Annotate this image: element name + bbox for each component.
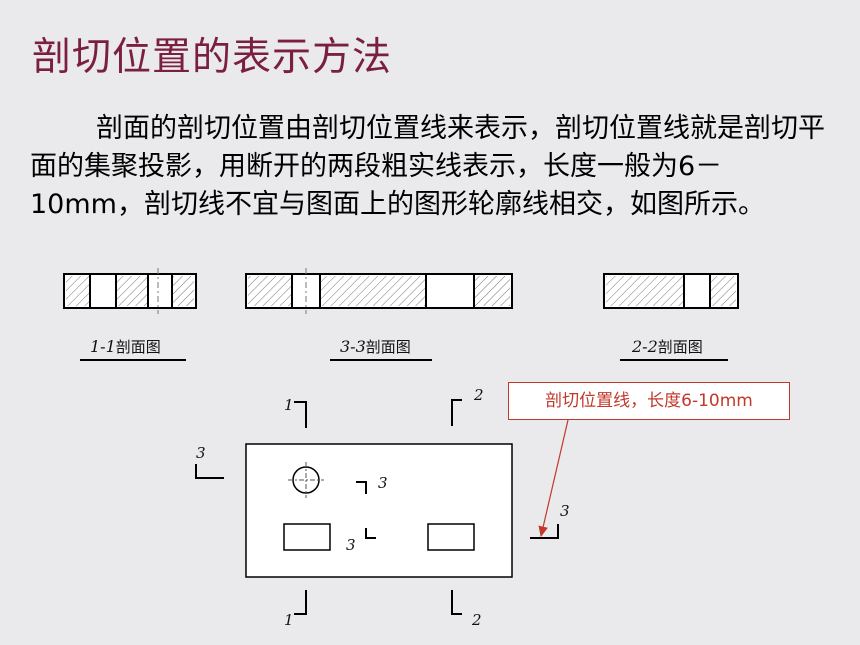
callout-box: 剖切位置线，长度6-10mm [508, 382, 790, 420]
callout-leader [538, 419, 569, 538]
section-1-1-bar [63, 268, 197, 314]
caption-section-2-2: 2-2剖面图 [632, 336, 703, 357]
caption-3-label: 剖面图 [365, 338, 411, 356]
caption-section-1-1: 1-1剖面图 [90, 336, 161, 357]
caption-section-3-3: 3-3剖面图 [340, 336, 411, 357]
body-paragraph: 剖面的剖切位置由剖切位置线来表示，剖切位置线就是剖切平面的集聚投影，用断开的两段… [30, 110, 826, 224]
slot-left [283, 523, 331, 551]
mark-2-bottom: 2 [471, 611, 482, 629]
mark-1-bottom: 1 [284, 611, 294, 629]
mark-3-right: 3 [560, 502, 570, 520]
caption-1-label: 剖面图 [115, 338, 161, 356]
section-2-2-bar [603, 273, 739, 309]
caption-2-num: 2-2 [632, 337, 658, 356]
section-3-3-bar [245, 268, 513, 314]
paragraph-text: 剖面的剖切位置由剖切位置线来表示，剖切位置线就是剖切平面的集聚投影，用断开的两段… [30, 113, 825, 220]
caption-1-underline [80, 359, 186, 361]
cutting-plane-marks [195, 399, 559, 615]
slot-right [427, 523, 475, 551]
caption-2-label: 剖面图 [657, 338, 703, 356]
caption-1-num: 1-1 [90, 337, 116, 356]
mark-3-inner-upper: 3 [378, 474, 388, 492]
page-title: 剖切位置的表示方法 [32, 35, 393, 80]
mark-3-left: 3 [196, 444, 206, 462]
mark-2-top: 2 [473, 386, 484, 404]
mark-1-top: 1 [284, 396, 294, 414]
caption-3-num: 3-3 [340, 337, 366, 356]
caption-3-underline [330, 359, 432, 361]
plan-view [245, 443, 513, 578]
caption-2-underline [620, 359, 728, 361]
mark-3-inner-lower: 3 [346, 536, 356, 554]
